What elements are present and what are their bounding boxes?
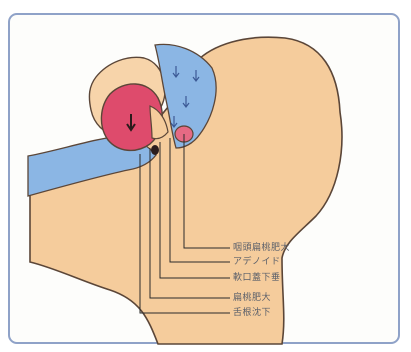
label-soft-palate: 軟口蓋下垂 bbox=[233, 273, 281, 284]
label-pharyngeal-tonsil: 咽頭扁桃肥大 bbox=[233, 243, 290, 254]
tonsil bbox=[151, 145, 159, 155]
label-tongue-base: 舌根沈下 bbox=[233, 308, 271, 319]
label-tonsil: 扁桃肥大 bbox=[233, 293, 271, 304]
label-adenoid: アデノイド bbox=[233, 257, 281, 268]
